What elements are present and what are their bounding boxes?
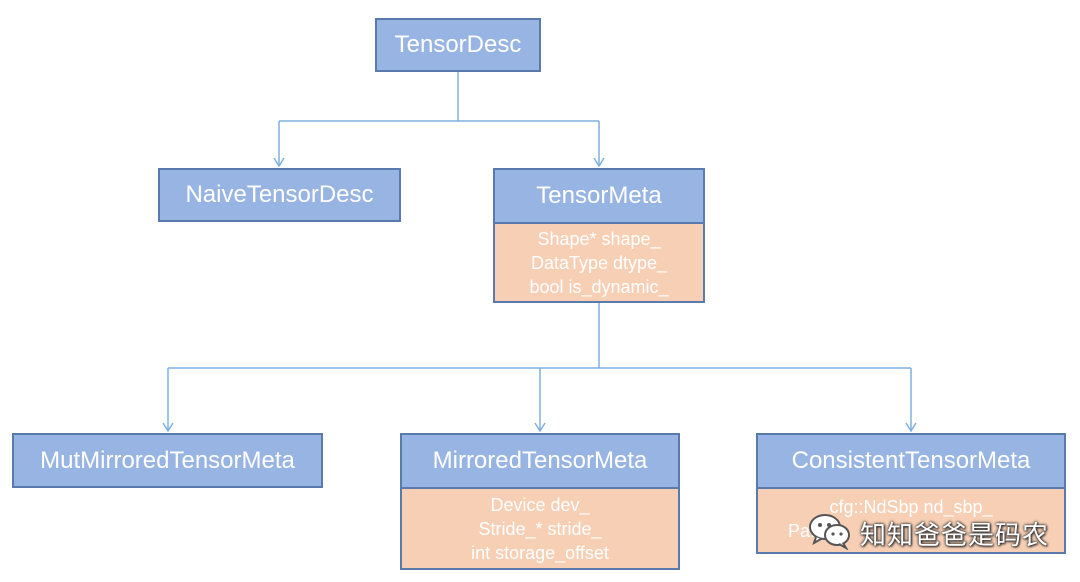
node-consistent-tensor-meta-fields: cfg::NdSbp nd_sbp_ Pa... <box>756 489 1066 554</box>
node-tensor-desc-title: TensorDesc <box>375 18 541 72</box>
node-mut-mirrored-tensor-meta: MutMirroredTensorMeta <box>12 433 323 488</box>
watermark: 知知爸爸是码农 <box>808 512 1049 555</box>
node-tensor-meta-title: TensorMeta <box>493 168 705 224</box>
node-mirrored-tensor-meta: MirroredTensorMeta Device dev_ Stride_* … <box>400 433 680 570</box>
watermark-text: 知知爸爸是码农 <box>860 521 1050 551</box>
node-naive-tensor-desc: NaiveTensorDesc <box>158 168 401 222</box>
node-tensor-desc: TensorDesc <box>375 18 541 72</box>
node-tensor-meta-fields: Shape* shape_ DataType dtype_ bool is_dy… <box>493 224 705 303</box>
wechat-icon <box>808 512 852 555</box>
field-nd-sbp: cfg::NdSbp nd_sbp_ <box>829 497 993 517</box>
field-shape: Shape* shape_ <box>537 228 661 249</box>
arrowhead-consistent <box>905 422 917 433</box>
field-is-dynamic: bool is_dynamic_ <box>529 276 669 297</box>
arrowhead-naive <box>273 157 285 168</box>
arrowhead-tensormeta <box>593 157 605 168</box>
field-storage-offset: int storage_offset <box>471 542 609 563</box>
arrowhead-mirrored <box>534 422 546 433</box>
arrowhead-mutmirrored <box>162 422 174 433</box>
field-stride: Stride_* stride_ <box>478 518 602 539</box>
field-device: Device dev_ <box>490 494 590 515</box>
node-mirrored-tensor-meta-fields: Device dev_ Stride_* stride_ int storage… <box>400 489 680 570</box>
field-dtype: DataType dtype_ <box>530 252 668 273</box>
node-consistent-tensor-meta: ConsistentTensorMeta cfg::NdSbp nd_sbp_ … <box>756 433 1066 554</box>
node-tensor-meta: TensorMeta Shape* shape_ DataType dtype_… <box>493 168 705 303</box>
node-mut-mirrored-tensor-meta-title: MutMirroredTensorMeta <box>12 433 323 488</box>
node-mirrored-tensor-meta-title: MirroredTensorMeta <box>400 433 680 489</box>
node-consistent-tensor-meta-title: ConsistentTensorMeta <box>756 433 1066 489</box>
node-naive-tensor-desc-title: NaiveTensorDesc <box>158 168 401 222</box>
